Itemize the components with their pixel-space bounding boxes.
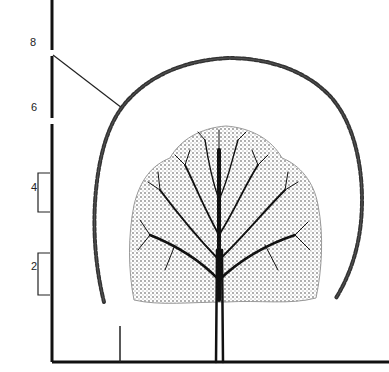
bracket — [38, 173, 50, 295]
tree-branches — [138, 130, 310, 362]
leader-line — [53, 55, 122, 108]
scale-number: 4 — [31, 182, 37, 193]
tick-mark — [119, 326, 121, 362]
tree-crown — [130, 126, 322, 303]
scale-number: 8 — [30, 37, 36, 48]
scale-axis — [52, 0, 389, 362]
scale-number: 2 — [31, 261, 37, 272]
scale-number: 6 — [31, 102, 37, 113]
